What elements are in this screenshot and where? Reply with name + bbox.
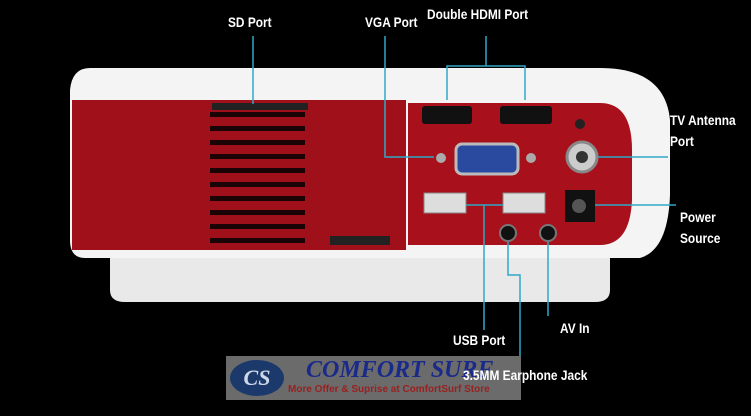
label-sd-port: SD Port <box>228 14 272 30</box>
label-power: Power <box>680 209 716 225</box>
leader-lines <box>252 36 676 358</box>
hdmi-port-2 <box>500 106 552 124</box>
label-tv-antenna-2: Port <box>670 133 694 149</box>
port-panel <box>408 103 632 245</box>
usb-port-1 <box>423 192 467 214</box>
vga-port <box>454 142 520 176</box>
watermark-banner: CS COMFORT SURF More Offer & Suprise at … <box>226 356 521 400</box>
hdmi-port-1 <box>422 106 472 124</box>
projector-base <box>110 250 610 302</box>
grille-slots <box>210 112 305 243</box>
label-hdmi-port: Double HDMI Port <box>427 6 529 22</box>
cs-logo: CS <box>230 360 284 396</box>
label-av-in: AV In <box>560 320 590 336</box>
label-usb-port: USB Port <box>453 332 506 348</box>
focus-wheel <box>330 236 390 245</box>
label-power-2: Source <box>680 230 721 246</box>
earphone-jack <box>499 224 517 242</box>
usb-port-2 <box>502 192 546 214</box>
brand-tagline: More Offer & Suprise at ComfortSurf Stor… <box>288 384 490 395</box>
label-earphone-jack: 3.5MM Earphone Jack <box>463 367 588 383</box>
label-vga-port: VGA Port <box>365 14 418 30</box>
label-tv-antenna: TV Antenna <box>670 112 736 128</box>
sd-slot <box>212 103 308 110</box>
brand-name: COMFORT SURF <box>306 357 494 383</box>
av-in-jack <box>539 224 557 242</box>
